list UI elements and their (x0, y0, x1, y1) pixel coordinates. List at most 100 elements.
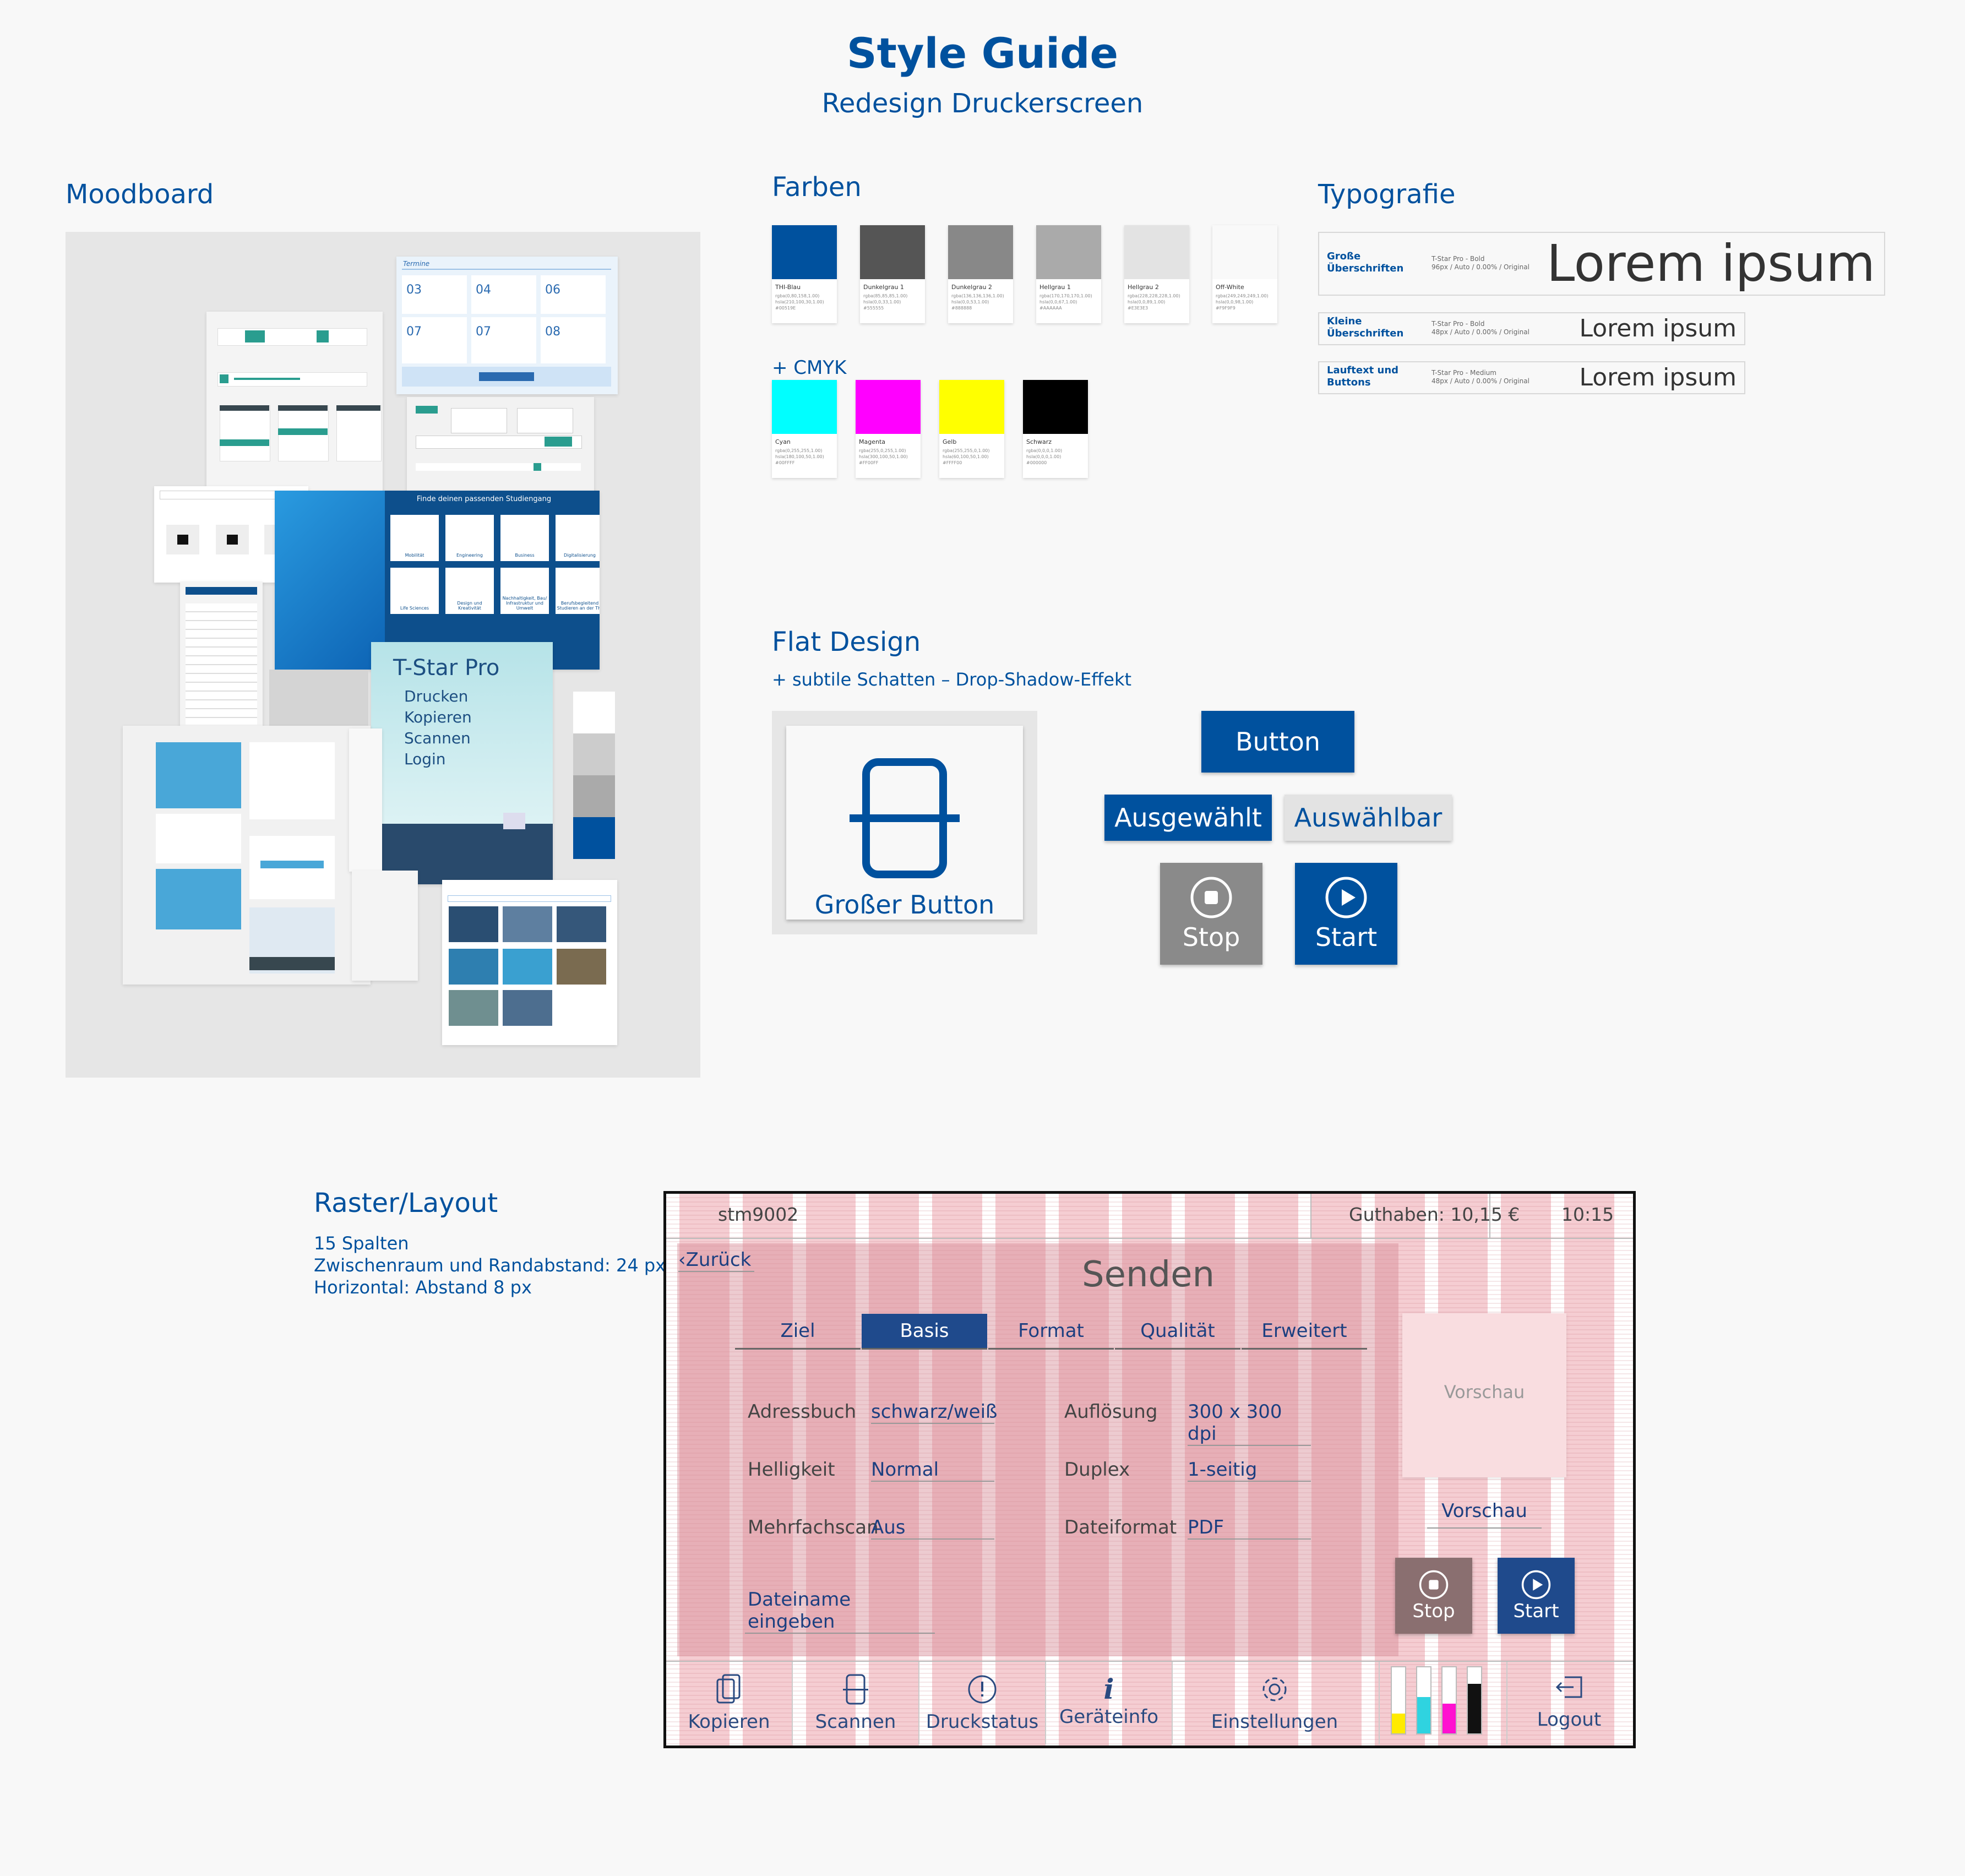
page-title: Style Guide (846, 29, 1119, 78)
swatch-name: Off-White (1216, 284, 1244, 291)
field-value-mehrfachscan[interactable]: Aus (871, 1516, 994, 1540)
type-spec: T-Star Pro - Bold 96px / Auto / 0.00% / … (1431, 255, 1529, 271)
farben-heading: Farben (772, 172, 862, 203)
type-label: Kleine Überschriften (1327, 316, 1404, 339)
swatch-values: rgba(136,136,136,1.00) hsla(0,0,53,1.00)… (951, 293, 1004, 311)
back-button[interactable]: ‹Zurück (678, 1249, 755, 1272)
nav-geraeteinfo[interactable]: i Geräteinfo (1046, 1663, 1172, 1740)
mood-color-blue (573, 817, 615, 859)
preview-placeholder: Vorschau (1444, 1382, 1525, 1402)
field-value-helligkeit[interactable]: Normal (871, 1459, 994, 1482)
stop-label: Stop (1182, 922, 1240, 952)
tstar-title: T-Star Pro (393, 655, 500, 681)
grid-column (1564, 1194, 1614, 1746)
type-sample: Lorem ipsum (1579, 314, 1737, 342)
ink-level (1468, 1684, 1481, 1733)
type-label: Lauftext und Buttons (1327, 365, 1399, 388)
type-spec: T-Star Pro - Medium 48px / Auto / 0.00% … (1431, 369, 1529, 385)
swatch-name: Dunkelgrau 2 (951, 284, 992, 291)
copy-icon (716, 1674, 741, 1704)
grid-column (1122, 1194, 1172, 1746)
swatch-color (1212, 225, 1277, 279)
tab-ziel[interactable]: Ziel (735, 1314, 861, 1350)
field-label: Duplex (1064, 1459, 1130, 1481)
tab-basis[interactable]: Basis (862, 1314, 987, 1350)
raster-line: Horizontal: Abstand 8 px (314, 1277, 532, 1298)
filename-input[interactable]: Dateiname eingeben (745, 1589, 935, 1634)
printer-screen-mockup: stm9002 Guthaben: 10,15 € 10:15 ‹Zurück … (663, 1191, 1636, 1748)
play-icon (1325, 877, 1367, 918)
mockup-stop-button[interactable]: Stop (1395, 1558, 1472, 1634)
swatch-values: rgba(0,0,0,1.00) hsla(0,0,0,1.00) #00000… (1026, 448, 1063, 465)
swatch-name: Dunkelgrau 1 (863, 284, 904, 291)
color-swatch: Schwarz rgba(0,0,0,1.00) hsla(0,0,0,1.00)… (1023, 380, 1088, 478)
grid-column (742, 1194, 793, 1746)
field-value-duplex[interactable]: 1-seitig (1188, 1459, 1311, 1482)
tstar-item: Login (404, 750, 446, 768)
mockup-start-button[interactable]: Start (1498, 1558, 1575, 1634)
content-area-overlay (677, 1243, 1398, 1656)
selectable-button[interactable]: Auswählbar (1284, 795, 1452, 841)
field-value-dateiformat[interactable]: PDF (1188, 1516, 1311, 1540)
ink-tank (1441, 1666, 1457, 1734)
study-tile: Business (500, 515, 549, 561)
start-button[interactable]: Start (1295, 863, 1397, 965)
big-button[interactable]: Großer Button (786, 726, 1023, 920)
grid-column (1185, 1194, 1235, 1746)
grid-column (995, 1194, 1046, 1746)
selected-button[interactable]: Ausgewählt (1104, 795, 1272, 841)
swatch-values: rgba(0,80,158,1.00) hsla(210,100,30,1.00… (775, 293, 824, 311)
nav-kopieren[interactable]: Kopieren (666, 1663, 792, 1740)
raster-line: 15 Spalten (314, 1233, 409, 1254)
swatch-values: rgba(249,249,249,1.00) hsla(0,0,98,1.00)… (1216, 293, 1269, 311)
study-tile: Digitalisierung (556, 515, 600, 561)
mood-color-lightgray (573, 733, 615, 775)
field-value-aufloesung[interactable]: 300 x 300 dpi (1188, 1401, 1311, 1446)
screen-title: Senden (1081, 1254, 1215, 1295)
tab-erweitert[interactable]: Erweitert (1242, 1314, 1367, 1350)
nav-label: Geräteinfo (1059, 1706, 1159, 1728)
preview-button[interactable]: Vorschau (1427, 1500, 1542, 1529)
nav-druckstatus[interactable]: Druckstatus (919, 1663, 1045, 1740)
swatch-color (860, 225, 925, 279)
raster-heading: Raster/Layout (314, 1188, 498, 1219)
info-icon: i (1103, 1673, 1114, 1705)
field-value-adressbuch[interactable]: schwarz/weiß (871, 1401, 998, 1424)
grid-column (1248, 1194, 1298, 1746)
tab-format[interactable]: Format (988, 1314, 1114, 1350)
termine-day: 06 (545, 283, 560, 297)
termine-day: 08 (545, 325, 560, 339)
tstar-item: Scannen (404, 729, 471, 747)
nav-scannen[interactable]: Scannen (793, 1663, 918, 1740)
grid-column (1311, 1194, 1362, 1746)
field-label: Helligkeit (748, 1459, 835, 1481)
ink-tank (1416, 1666, 1431, 1734)
nav-logout[interactable]: Logout (1506, 1663, 1632, 1740)
stop-button[interactable]: Stop (1160, 863, 1262, 965)
termine-day: 07 (406, 325, 422, 339)
swatch-values: rgba(0,255,255,1.00) hsla(180,100,50,1.0… (775, 448, 824, 465)
nav-einstellungen[interactable]: Einstellungen (1173, 1663, 1376, 1740)
raster-line: Zwischenraum und Randabstand: 24 px (314, 1255, 666, 1276)
swatch-color (772, 225, 837, 279)
scan-icon (850, 758, 960, 878)
field-label: Mehrfachscan (748, 1516, 879, 1538)
ink-level (1443, 1704, 1456, 1733)
grid-column (1058, 1194, 1109, 1746)
mood-study-card: Finde deinen passenden Studiengang Mobil… (275, 491, 600, 670)
type-sample: Lorem ipsum (1579, 363, 1737, 391)
mood-photo-card (442, 880, 617, 1045)
grid-column (679, 1194, 730, 1746)
swatch-values: rgba(170,170,170,1.00) hsla(0,0,67,1.00)… (1039, 293, 1092, 311)
field-label: Dateiformat (1064, 1516, 1177, 1538)
status-bar (666, 1194, 1633, 1239)
swatch-values: rgba(255,0,255,1.00) hsla(300,100,50,1.0… (859, 448, 908, 465)
primary-button[interactable]: Button (1201, 711, 1354, 773)
swatch-color (856, 380, 921, 434)
swatch-name: Schwarz (1026, 438, 1052, 445)
tab-qualitaet[interactable]: Qualität (1115, 1314, 1240, 1350)
swatch-name: Hellgrau 2 (1128, 284, 1159, 291)
